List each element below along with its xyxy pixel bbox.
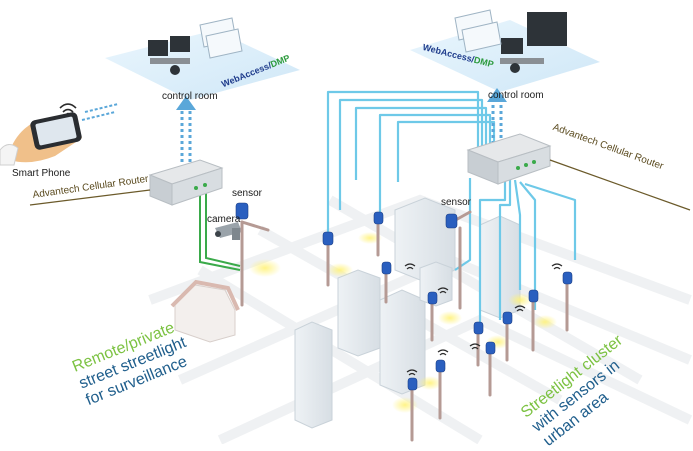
sensor-units bbox=[235, 202, 573, 391]
house bbox=[170, 279, 240, 343]
left-control-room-platform bbox=[105, 17, 300, 100]
left-control-room-label: control room bbox=[162, 91, 218, 102]
smart-phone-in-hand bbox=[0, 112, 82, 166]
security-camera bbox=[215, 222, 242, 240]
router-callout-lines bbox=[29, 159, 691, 211]
right-sensor-label: sensor bbox=[441, 197, 472, 208]
phone-sync-arrows bbox=[81, 103, 119, 121]
smart-phone-label: Smart Phone bbox=[12, 168, 71, 179]
uplink-arrowheads bbox=[176, 88, 507, 110]
right-control-room-platform bbox=[410, 9, 600, 92]
camera-label: camera bbox=[207, 214, 241, 225]
uplink-arrows bbox=[180, 100, 503, 162]
right-control-room-label: control room bbox=[488, 90, 544, 101]
right-cellular-router bbox=[466, 133, 552, 185]
streetlight-poles bbox=[240, 210, 569, 442]
camera-link bbox=[199, 192, 241, 271]
left-sensor-label: sensor bbox=[232, 188, 263, 199]
left-cellular-router bbox=[148, 159, 224, 206]
sensor-wifi-icons bbox=[404, 263, 563, 376]
